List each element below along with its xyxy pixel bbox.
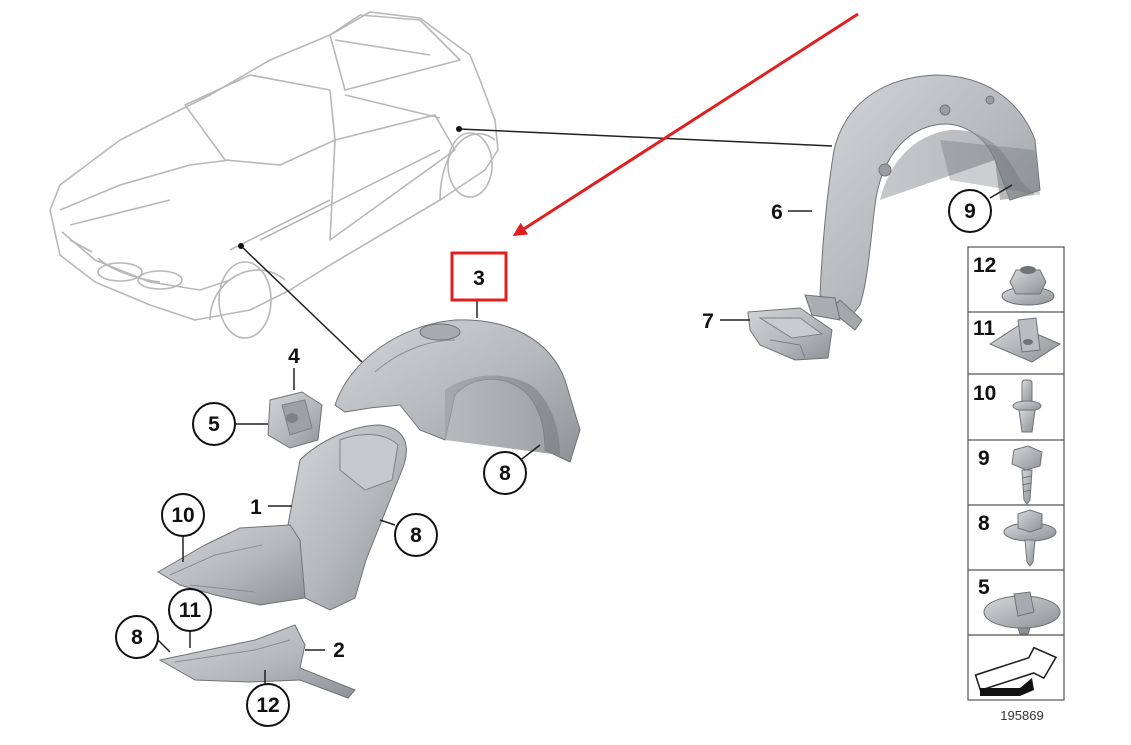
svg-text:8: 8 — [499, 462, 511, 485]
highlight-arrow — [512, 12, 859, 237]
leader-lines — [240, 128, 833, 363]
svg-text:5: 5 — [978, 576, 990, 599]
callout-8-rear-liner: 8 — [483, 451, 527, 495]
hex-bolt-icon — [1011, 445, 1043, 505]
callout-12: 12 — [246, 683, 290, 727]
svg-text:8: 8 — [410, 524, 422, 547]
svg-text:5: 5 — [208, 413, 220, 436]
leader-dot-front — [238, 243, 244, 249]
callout-8-under-cover: 8 — [115, 615, 159, 659]
svg-text:8: 8 — [131, 626, 143, 649]
svg-text:10: 10 — [171, 504, 194, 527]
svg-text:12: 12 — [256, 694, 279, 717]
callout-4: 4 — [288, 345, 300, 368]
callout-11: 11 — [168, 588, 212, 632]
legend-row-9: 9 — [978, 445, 1043, 505]
callout-1: 1 — [250, 496, 262, 519]
svg-text:8: 8 — [978, 512, 990, 535]
hardware-legend — [967, 246, 1065, 701]
bracket-part-7 — [747, 307, 833, 361]
document-number: 195869 — [1000, 708, 1043, 723]
legend-row-10: 10 — [973, 379, 1042, 433]
front-wheel-arch-liner-front — [157, 424, 407, 611]
push-clip-icon — [983, 591, 1061, 635]
highlight-box — [450, 251, 508, 302]
legend-row-5: 5 — [978, 576, 1061, 635]
svg-text:9: 9 — [978, 447, 990, 470]
callout-3: 3 — [473, 267, 485, 290]
callout-9: 9 — [948, 189, 992, 233]
direction-arrow-icon — [974, 646, 1058, 696]
clip-nut-icon — [988, 317, 1062, 363]
leader-dot-rear — [456, 126, 462, 132]
callout-7: 7 — [702, 310, 714, 333]
callout-5: 5 — [192, 402, 236, 446]
svg-text:9: 9 — [964, 200, 976, 223]
legend-row-12: 12 — [973, 254, 1055, 306]
front-wheel-arch-liner-rear — [334, 319, 581, 463]
callout-10: 10 — [161, 493, 205, 537]
svg-text:12: 12 — [973, 254, 996, 277]
svg-text:10: 10 — [973, 382, 996, 405]
rear-wheel-arch-liner — [804, 74, 1041, 331]
svg-text:11: 11 — [179, 599, 202, 622]
callout-6: 6 — [771, 201, 783, 224]
callout-2: 2 — [333, 639, 345, 662]
legend-row-8: 8 — [978, 509, 1057, 567]
expanding-rivet-icon — [1012, 379, 1042, 433]
svg-text:11: 11 — [973, 317, 996, 340]
flange-nut-icon — [1001, 266, 1055, 306]
bracket-part-4 — [267, 391, 323, 449]
legend-row-11: 11 — [973, 317, 1062, 363]
collar-bolt-icon — [1003, 509, 1057, 567]
car-outline-illustration — [49, 11, 499, 339]
callout-8-front-liner: 8 — [394, 513, 438, 557]
under-cover-part-2 — [158, 624, 356, 699]
